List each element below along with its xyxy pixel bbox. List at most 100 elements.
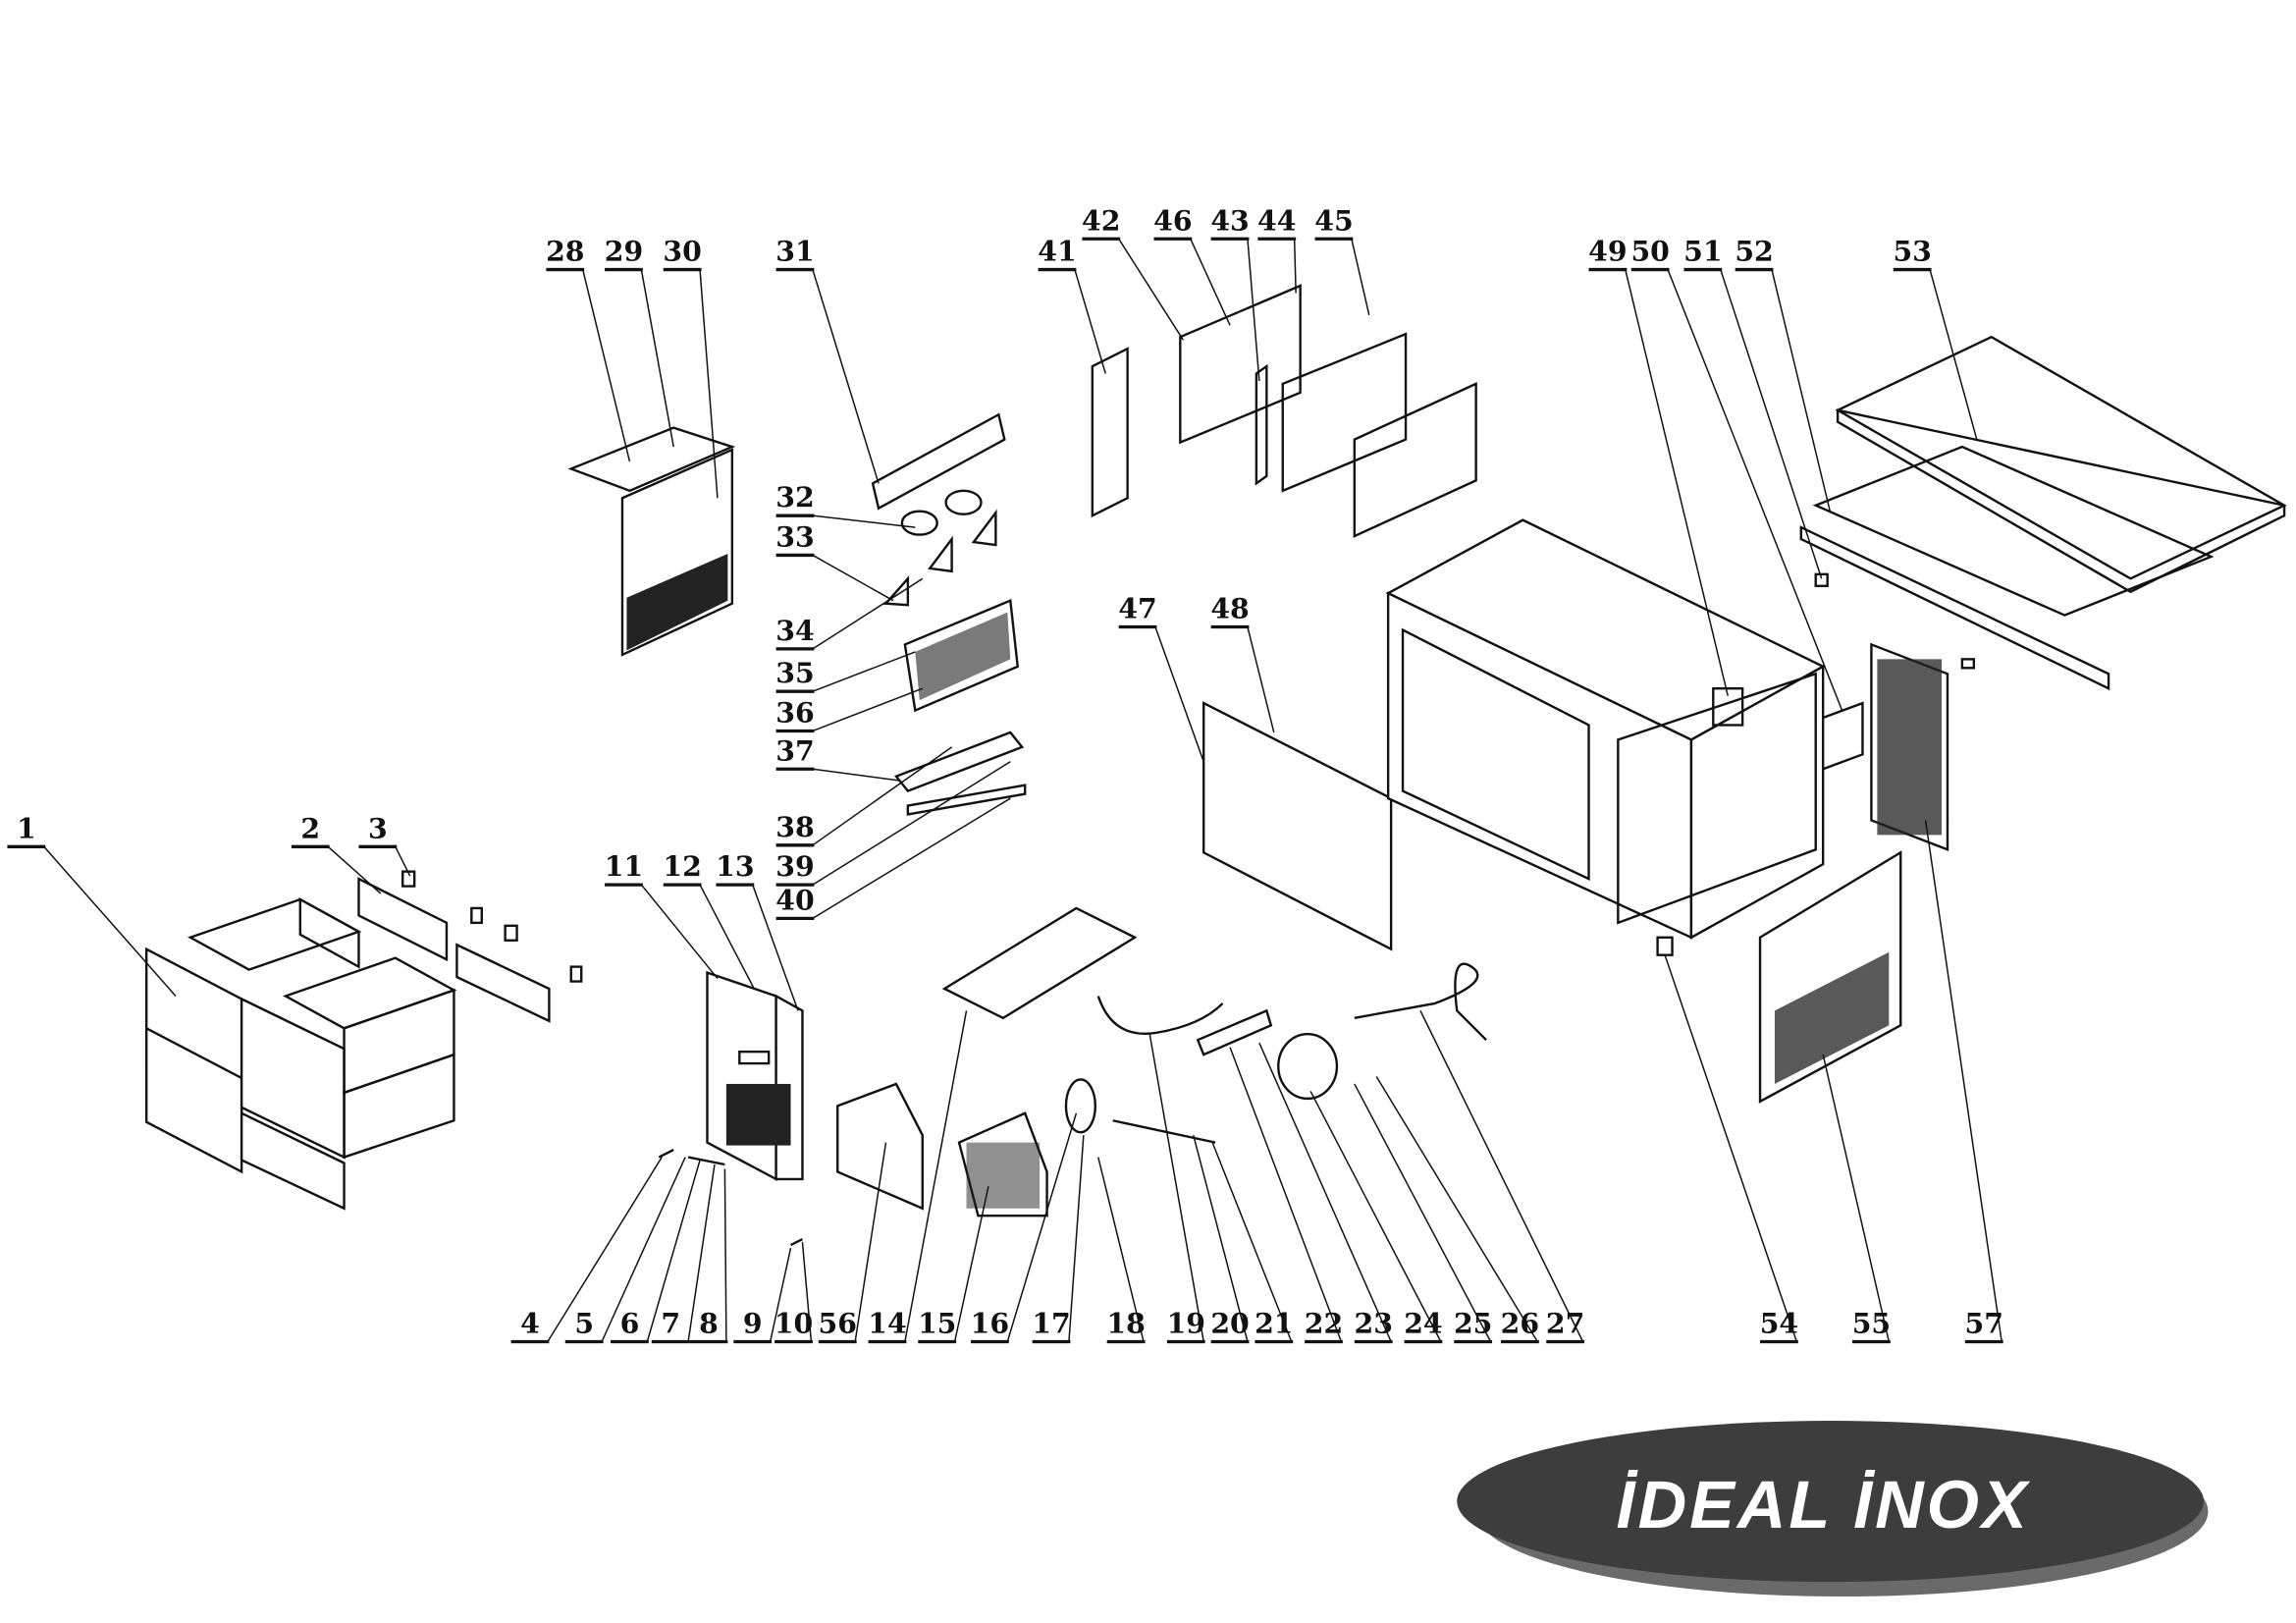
leader-line-54 — [1664, 954, 1798, 1342]
leader-line-15 — [953, 1186, 989, 1342]
leader-line-21 — [1211, 1142, 1293, 1342]
leader-line-4 — [547, 1157, 663, 1342]
part-label-6: 6 — [620, 1307, 640, 1340]
leader-line-45 — [1351, 239, 1370, 315]
part-label-1: 1 — [17, 811, 36, 844]
leader-line-6 — [646, 1160, 701, 1342]
leader-line-2 — [327, 845, 382, 894]
leader-line-34 — [812, 577, 924, 650]
leader-line-10 — [801, 1241, 813, 1342]
part-label-13: 13 — [716, 849, 754, 883]
part-label-35: 35 — [775, 656, 814, 689]
leader-line-52 — [1771, 269, 1832, 514]
leader-line-12 — [699, 884, 755, 990]
leader-line-27 — [1419, 1010, 1584, 1342]
part-label-50: 50 — [1630, 235, 1669, 268]
part-label-48: 48 — [1210, 592, 1249, 625]
door-frames — [1091, 284, 1477, 538]
refrigeration-unit — [658, 906, 1487, 1247]
logo-text: İDEAL İNOX — [1617, 1467, 2031, 1542]
leader-line-39 — [812, 761, 1011, 886]
leader-lines — [43, 238, 2002, 1342]
leader-line-50 — [1667, 269, 1843, 711]
part-label-45: 45 — [1314, 203, 1353, 237]
part-label-11: 11 — [605, 849, 643, 883]
leader-line-55 — [1822, 1054, 1891, 1342]
leader-line-35 — [812, 651, 916, 692]
worktop — [1799, 335, 2287, 691]
part-label-27: 27 — [1546, 1307, 1584, 1340]
leader-line-38 — [812, 746, 953, 846]
part-label-20: 20 — [1210, 1307, 1249, 1340]
part-label-46: 46 — [1153, 203, 1192, 237]
leader-line-47 — [1154, 626, 1204, 763]
part-label-40: 40 — [775, 883, 814, 916]
leader-line-33 — [812, 554, 894, 602]
leader-line-9 — [769, 1247, 792, 1342]
evaporator-assembly — [871, 412, 1027, 816]
part-label-15: 15 — [918, 1307, 956, 1340]
part-label-25: 25 — [1454, 1307, 1492, 1340]
leader-line-53 — [1929, 269, 1978, 440]
part-label-49: 49 — [1588, 235, 1627, 268]
leader-line-22 — [1229, 1047, 1343, 1342]
leader-line-43 — [1247, 239, 1260, 381]
part-label-24: 24 — [1404, 1307, 1442, 1340]
leader-line-40 — [812, 797, 1011, 920]
part-label-2: 2 — [300, 811, 320, 844]
leader-line-1 — [43, 845, 177, 997]
part-label-23: 23 — [1355, 1307, 1393, 1340]
leader-line-48 — [1247, 626, 1275, 733]
part-label-22: 22 — [1305, 1307, 1343, 1340]
side-panel — [706, 970, 804, 1181]
cabinet — [1385, 518, 1826, 956]
leader-line-36 — [812, 687, 924, 732]
leader-line-44 — [1293, 239, 1297, 294]
part-label-16: 16 — [971, 1307, 1009, 1340]
part-label-52: 52 — [1735, 235, 1773, 268]
leader-line-25 — [1354, 1083, 1492, 1342]
parts-drawings — [144, 284, 2287, 1247]
part-label-38: 38 — [775, 810, 814, 843]
part-label-37: 37 — [775, 733, 814, 767]
leader-line-24 — [1309, 1091, 1442, 1342]
leader-line-5 — [601, 1157, 686, 1342]
leader-line-7 — [687, 1163, 716, 1342]
leader-line-8 — [723, 1168, 727, 1342]
part-label-33: 33 — [775, 520, 814, 554]
leader-line-42 — [1118, 238, 1184, 341]
part-label-12: 12 — [663, 849, 701, 883]
leader-line-17 — [1068, 1135, 1085, 1342]
part-label-47: 47 — [1118, 592, 1156, 625]
leader-line-16 — [1006, 1112, 1078, 1342]
part-label-57: 57 — [1965, 1307, 2003, 1340]
part-label-14: 14 — [868, 1307, 906, 1340]
part-label-42: 42 — [1082, 203, 1120, 237]
part-label-44: 44 — [1257, 203, 1296, 237]
part-label-36: 36 — [775, 696, 814, 730]
part-label-7: 7 — [661, 1307, 680, 1340]
part-label-10: 10 — [774, 1307, 813, 1340]
part-label-43: 43 — [1210, 203, 1249, 237]
leader-line-3 — [395, 845, 411, 877]
part-label-53: 53 — [1893, 235, 1931, 268]
door-gasket — [1201, 701, 1393, 951]
leader-line-46 — [1190, 238, 1231, 326]
leader-line-57 — [1924, 820, 2002, 1342]
part-label-41: 41 — [1038, 235, 1076, 268]
rear-panels — [1758, 572, 1976, 1104]
part-label-8: 8 — [699, 1307, 719, 1340]
leader-line-29 — [640, 269, 674, 448]
leader-line-14 — [904, 1010, 968, 1342]
part-label-30: 30 — [663, 235, 701, 268]
part-label-31: 31 — [775, 235, 814, 268]
leader-line-11 — [640, 884, 719, 980]
part-label-17: 17 — [1032, 1307, 1070, 1340]
part-label-26: 26 — [1501, 1307, 1539, 1340]
part-label-18: 18 — [1106, 1307, 1145, 1340]
brand-logo: İDEAL İNOX — [1457, 1421, 2209, 1597]
leader-line-31 — [812, 269, 880, 484]
leader-line-30 — [699, 269, 719, 499]
part-label-29: 29 — [605, 235, 643, 268]
